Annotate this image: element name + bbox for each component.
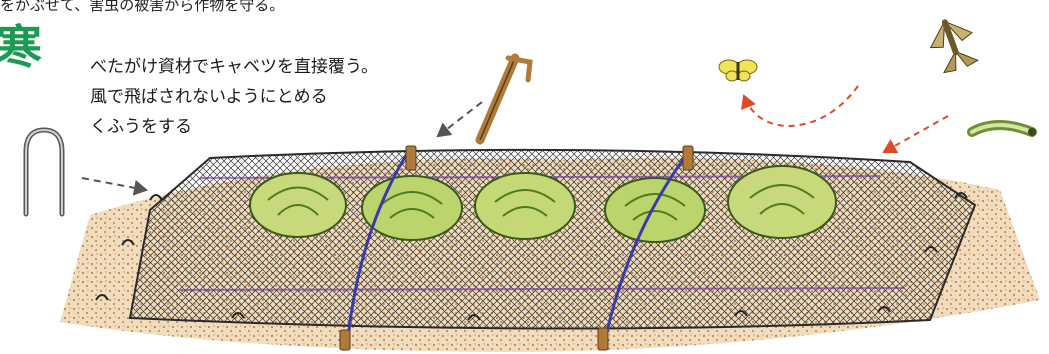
caption-line-2: 風で飛ばされないようにとめる: [90, 87, 328, 107]
moth-icon: [929, 19, 979, 74]
top-text: をかぶせて、害虫の被害から作物を守る。: [0, 0, 285, 14]
cover-net: [128, 148, 977, 330]
wooden-stake-icon: [339, 145, 694, 351]
cabbage-icon: [727, 165, 837, 239]
cabbage-icon: [474, 172, 576, 240]
caterpillar-icon: [967, 120, 1037, 137]
string-tie-icon: [346, 149, 692, 339]
u-pin-icon: [23, 127, 65, 217]
pest-arrows: [741, 85, 949, 154]
caption: べたがけ資材でキャベツを直接覆う。 風で飛ばされないようにとめる くふうをする: [90, 52, 378, 142]
edge-pins: [95, 192, 968, 321]
cabbage-icon: [361, 175, 463, 241]
butterfly-icon: [718, 59, 758, 82]
caption-line-1: べたがけ資材でキャベツを直接覆う。: [90, 57, 378, 77]
cabbage-icon: [604, 177, 706, 243]
cabbage-row: [249, 165, 837, 243]
wooden-stake-icon: [475, 53, 533, 145]
side-character: 寒: [0, 20, 42, 74]
caption-line-3: くふうをする: [90, 117, 192, 137]
cabbage-icon: [249, 172, 347, 238]
pointer-arrows: [81, 101, 483, 196]
